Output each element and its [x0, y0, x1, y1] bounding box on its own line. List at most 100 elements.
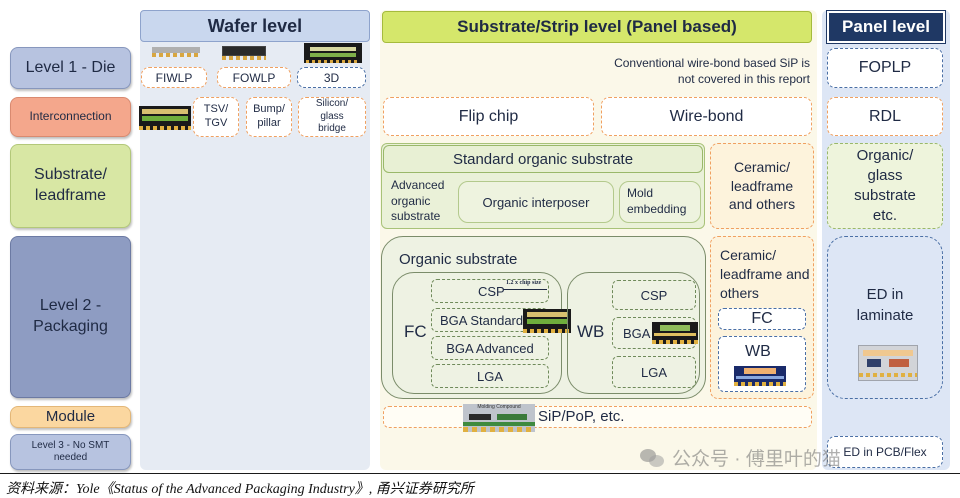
footer-source-text: 资料来源：Yole《Status of the Advanced Packagi… — [6, 482, 474, 497]
standard-substrate: Standard organic substrate — [383, 145, 703, 173]
panel-ed-pcb-label: ED in PCB/Flex — [843, 445, 927, 459]
panel-ed-laminate-label: ED in laminate — [856, 286, 914, 324]
chip-size-note: 1.2 x chip size — [506, 280, 541, 286]
fiwlp-chip-icon — [152, 47, 200, 59]
organic-substrate-title-label: Organic substrate — [399, 251, 518, 268]
ceramic-bottom-text: Ceramic/ leadframe and others — [720, 246, 810, 303]
interconnect-chip-icon — [139, 106, 191, 130]
wb-bga-chip-icon — [652, 322, 698, 344]
level-interconnection-label: Interconnection — [29, 109, 112, 124]
mold-embedding: Mold embedding — [619, 181, 701, 223]
wb-label: WB — [577, 322, 604, 342]
panel-ed-laminate-text: ED in laminate — [827, 284, 943, 326]
chip-size-arrow — [503, 289, 547, 290]
footer-source: 资料来源：Yole《Status of the Advanced Packagi… — [6, 478, 474, 498]
3d-chip-icon — [304, 43, 362, 63]
wafer-header: Wafer level — [140, 10, 370, 42]
wirebond-note: Conventional wire-bond based SiP is not … — [600, 55, 810, 87]
level-3-label: Level 3 - No SMT needed — [31, 440, 110, 463]
wafer-fiwlp: FIWLP — [141, 67, 207, 88]
organic-substrate-title: Organic substrate — [399, 251, 517, 268]
fc-label: FC — [404, 322, 427, 342]
wafer-bridge-label: Silicon/ glass bridge — [315, 98, 349, 135]
advanced-substrate-label: Advanced organic substrate — [391, 178, 445, 224]
ceramic-box-top: Ceramic/ leadframe and others — [710, 143, 814, 229]
fc-bga-advanced: BGA Advanced — [431, 336, 549, 360]
mold-embedding-label: Mold embedding — [627, 186, 687, 216]
ceramic-fc-label: FC — [751, 310, 773, 327]
fc-label-text: FC — [404, 322, 427, 341]
fc-lga-label: LGA — [476, 368, 503, 384]
panel-foplp-label: FOPLP — [858, 59, 912, 76]
watermark: 公众号 · 傅里叶的猫 — [640, 444, 841, 471]
wire-bond-box: Wire-bond — [601, 97, 812, 136]
wb-group — [567, 272, 700, 394]
strip-header-title: Substrate/Strip level (Panel based) — [457, 17, 737, 36]
standard-substrate-label: Standard organic substrate — [452, 150, 634, 168]
wafer-bridge: Silicon/ glass bridge — [298, 97, 366, 137]
wafer-tsv-label: TSV/ TGV — [203, 103, 229, 129]
level-interconnection: Interconnection — [10, 97, 131, 137]
chip-size-note-text: 1.2 x chip size — [506, 280, 542, 286]
level-die: Level 1 - Die — [10, 47, 131, 89]
wechat-icon — [640, 447, 666, 469]
wb-lga-label: LGA — [640, 364, 667, 380]
strip-header: Substrate/Strip level (Panel based) — [382, 11, 812, 43]
footer-divider — [0, 473, 960, 474]
level-substrate: Substrate/ leadframe — [10, 144, 131, 228]
ceramic-bottom-label: Ceramic/ leadframe and others — [720, 247, 810, 301]
ceramic-wb-label: WB — [745, 343, 771, 360]
wirebond-note-text: Conventional wire-bond based SiP is not … — [614, 56, 810, 87]
wb-lga: LGA — [612, 356, 696, 388]
fc-bga-advanced-label: BGA Advanced — [446, 340, 534, 356]
wafer-header-title: Wafer level — [207, 15, 303, 36]
wafer-3d-label: 3D — [323, 70, 340, 85]
level-substrate-label: Substrate/ leadframe — [34, 166, 107, 204]
panel-rdl-label: RDL — [868, 107, 901, 125]
fc-csp: CSP — [431, 279, 549, 303]
organic-interposer-label: Organic interposer — [482, 194, 590, 210]
panel-organic-glass-label: Organic/ glass substrate etc. — [854, 146, 916, 225]
panel-ed-pcb: ED in PCB/Flex — [827, 436, 943, 468]
fc-lga: LGA — [431, 364, 549, 388]
flip-chip-box: Flip chip — [383, 97, 594, 136]
fowlp-chip-icon — [222, 46, 266, 60]
ceramic-wb-text: WB — [745, 343, 771, 361]
level-packaging: Level 2 - Packaging — [10, 236, 131, 398]
panel-rdl: RDL — [827, 97, 943, 136]
wafer-bump: Bump/ pillar — [246, 97, 292, 137]
fc-group — [392, 272, 562, 394]
wafer-3d: 3D — [297, 67, 366, 88]
panel-header: Panel level — [826, 10, 946, 44]
organic-interposer: Organic interposer — [458, 181, 614, 223]
wafer-tsv: TSV/ TGV — [193, 97, 239, 137]
flip-chip-label: Flip chip — [458, 107, 519, 125]
watermark-text: 公众号 · 傅里叶的猫 — [672, 449, 841, 470]
panel-organic-glass: Organic/ glass substrate etc. — [827, 143, 943, 229]
ed-laminate-chip-icon — [858, 345, 918, 381]
sip-label: SiP/PoP, etc. — [538, 408, 624, 425]
sip-label-text: SiP/PoP, etc. — [538, 408, 625, 425]
ceramic-wb-chip-icon — [734, 366, 786, 386]
bga-standard-chip-icon — [523, 309, 571, 333]
advanced-substrate: Advanced organic substrate — [385, 178, 455, 226]
ceramic-top-label: Ceramic/ leadframe and others — [728, 158, 796, 213]
wire-bond-label: Wire-bond — [669, 107, 744, 125]
level-die-label: Level 1 - Die — [25, 58, 116, 76]
fc-bga-standard-label: BGA Standard — [440, 312, 524, 328]
wb-csp: CSP — [612, 280, 696, 310]
wafer-fowlp-label: FOWLP — [232, 70, 276, 85]
level-3: Level 3 - No SMT needed — [10, 434, 131, 470]
wb-bga-label: BGA — [623, 325, 651, 341]
level-packaging-label: Level 2 - Packaging — [33, 297, 108, 335]
panel-header-title: Panel level — [842, 17, 930, 36]
wafer-bump-label: Bump/ pillar — [253, 103, 285, 129]
wb-label-text: WB — [577, 322, 605, 341]
fc-csp-label: CSP — [478, 283, 505, 299]
sip-chip-icon: Molding Compound — [463, 404, 535, 432]
level-module: Module — [10, 406, 131, 428]
ceramic-fc: FC — [718, 308, 806, 330]
molding-label: Molding Compound — [477, 404, 521, 410]
wafer-fiwlp-label: FIWLP — [155, 70, 193, 85]
wafer-fowlp: FOWLP — [217, 67, 291, 88]
